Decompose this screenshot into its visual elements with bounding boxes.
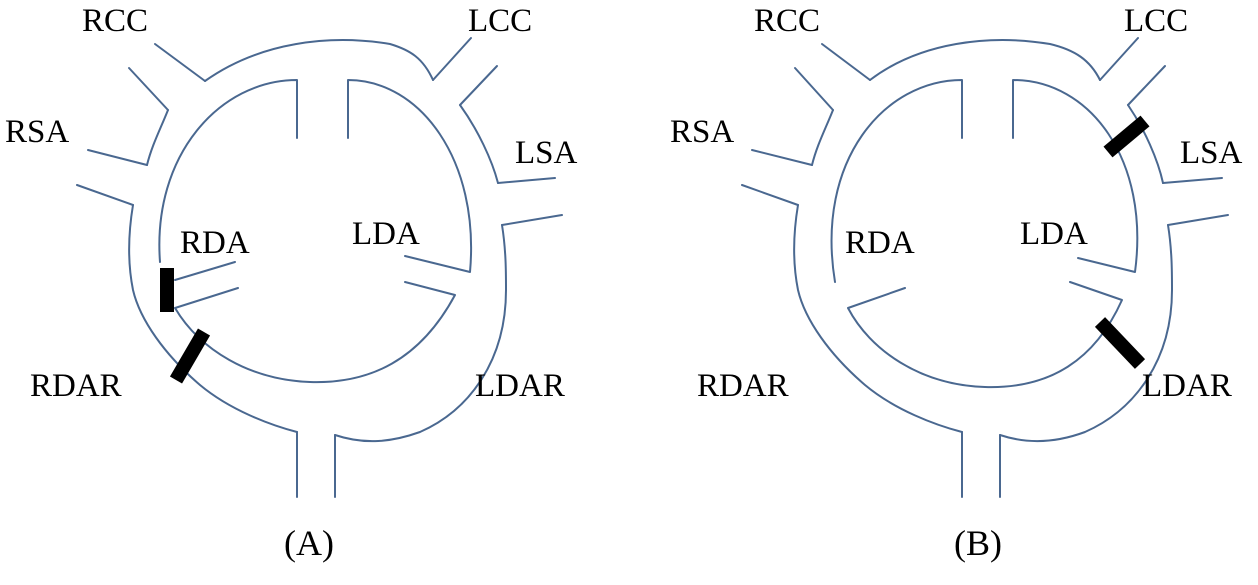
panel-a-lcc-branch <box>432 37 498 106</box>
panel-b-outer-wall <box>869 39 1101 81</box>
panel-a-rdar-ligation <box>169 328 211 384</box>
panel-b-lsa-branch <box>1162 177 1229 226</box>
panel-a-label-rcc: RCC <box>82 3 148 39</box>
panel-b-outer-wall <box>811 109 834 166</box>
panel-b: RCC LCC RSA LSA RDA LDA RDAR LDAR (B) <box>670 3 1243 563</box>
panel-a-descending-aorta <box>296 431 336 498</box>
panel-b-rcc-branch <box>794 43 871 111</box>
panel-b-lsa-ligation <box>1103 115 1150 158</box>
panel-a-rcc-branch <box>128 43 206 111</box>
panel-a-label-lsa: LSA <box>515 135 578 171</box>
panel-b-label-rsa: RSA <box>670 114 734 150</box>
panel-b-ldar-ligation <box>1094 317 1146 369</box>
panel-b-outer-wall <box>793 204 963 433</box>
panel-a-left-arch-inner <box>347 79 473 273</box>
panel-b-descending-aorta <box>961 431 1001 498</box>
panel-b-label-lda: LDA <box>1020 216 1088 252</box>
panel-b-label-rdar: RDAR <box>697 368 789 404</box>
panel-b-outer-wall <box>999 224 1173 443</box>
panel-a-rda-stub <box>174 261 236 281</box>
panel-b-right-arch-inner <box>830 79 963 283</box>
panel-b-rdar-inner <box>847 281 1123 389</box>
panel-b-lcc-branch <box>1099 37 1166 106</box>
panel-a-label-rdar: RDAR <box>30 368 122 404</box>
panel-a-outer-wall <box>204 39 434 82</box>
panel-a-caption: (A) <box>284 523 334 563</box>
panel-b-label-lsa: LSA <box>1180 135 1243 171</box>
panel-a-label-rda: RDA <box>180 225 250 261</box>
panel-a-label-lcc: LCC <box>468 3 532 39</box>
panel-b-label-lcc: LCC <box>1124 3 1188 39</box>
panel-b-caption: (B) <box>954 523 1002 563</box>
panel-b-left-arch-inner <box>1012 79 1139 273</box>
panel-b-label-rda: RDA <box>845 225 915 261</box>
panel-a-outer-wall <box>334 224 507 443</box>
panel-a-lsa-branch <box>497 177 563 226</box>
panel-a: RCC LCC RSA LSA RDA LDA RDAR LDAR (A) <box>5 3 578 563</box>
panel-b-rsa-branch <box>741 149 813 206</box>
panel-b-label-ldar: LDAR <box>1142 368 1232 404</box>
panel-a-right-arch-inner <box>158 79 298 263</box>
panel-b-label-rcc: RCC <box>754 3 820 39</box>
panel-a-rsa-branch <box>76 149 148 206</box>
panel-a-outer-wall <box>146 109 169 166</box>
panel-a-outer-wall <box>128 204 298 433</box>
panel-a-label-lda: LDA <box>352 216 420 252</box>
panel-a-label-ldar: LDAR <box>475 368 565 404</box>
panel-a-label-rsa: RSA <box>5 114 69 150</box>
panel-b-outer-wall <box>1127 104 1164 184</box>
panel-a-outer-wall <box>459 104 499 184</box>
panel-a-rdar-inner <box>174 281 456 384</box>
